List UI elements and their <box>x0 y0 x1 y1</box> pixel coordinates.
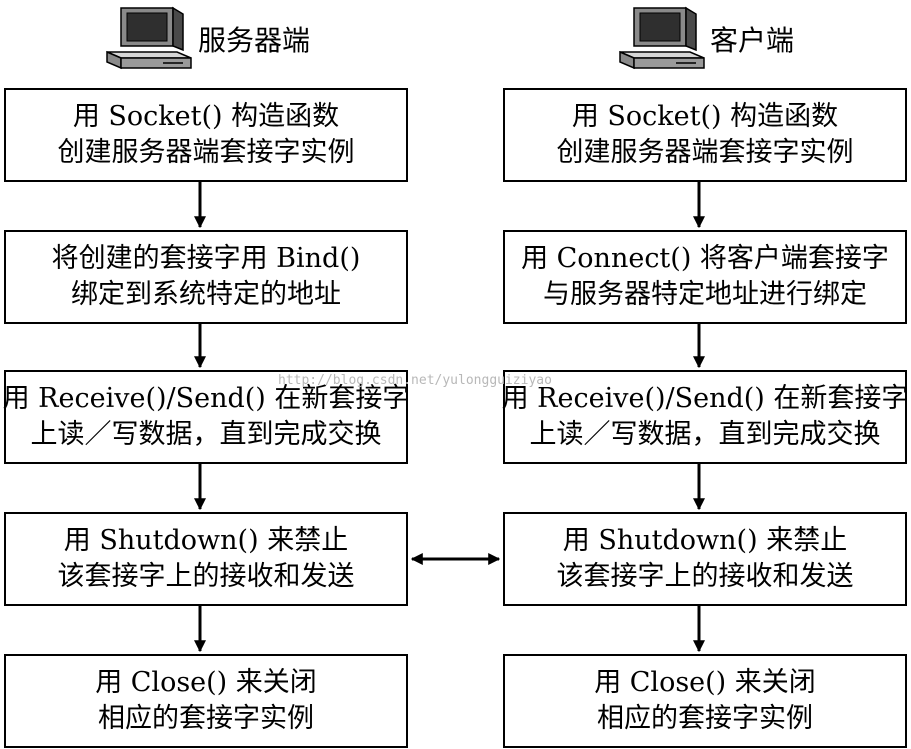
server-step-shutdown-line2: 该套接字上的接收和发送 <box>57 561 355 592</box>
server-step-close: 用 Close() 来关闭 相应的套接字实例 <box>4 654 408 748</box>
server-step-bind-line2: 绑定到系统特定的地址 <box>71 279 341 310</box>
server-step-close-line1: 用 Close() 来关闭 <box>95 667 317 698</box>
watermark: http://blog.csdn.net/yulongguiziyao <box>278 373 552 388</box>
server-step-bind-line1: 将创建的套接字用 Bind() <box>51 243 361 274</box>
server-step-receive-send: 用 Receive()/Send() 在新套接字 上读／写数据，直到完成交换 <box>2 370 410 464</box>
server-step-shutdown-line1: 用 Shutdown() 来禁止 <box>63 525 349 556</box>
server-step-receive-send-line2: 上读／写数据，直到完成交换 <box>30 419 382 450</box>
client-step-close: 用 Close() 来关闭 相应的套接字实例 <box>503 654 907 748</box>
server-computer-icon <box>106 6 192 70</box>
client-step-connect-line2: 与服务器特定地址进行绑定 <box>543 279 867 310</box>
client-title: 客户端 <box>710 24 795 57</box>
server-step-close-line2: 相应的套接字实例 <box>98 703 314 734</box>
server-step-socket-line2: 创建服务器端套接字实例 <box>57 137 355 168</box>
server-step-bind: 将创建的套接字用 Bind() 绑定到系统特定的地址 <box>4 230 408 324</box>
server-step-shutdown: 用 Shutdown() 来禁止 该套接字上的接收和发送 <box>4 512 408 606</box>
server-title: 服务器端 <box>198 24 311 57</box>
client-step-shutdown: 用 Shutdown() 来禁止 该套接字上的接收和发送 <box>503 512 907 606</box>
client-step-close-line2: 相应的套接字实例 <box>597 703 813 734</box>
server-step-receive-send-line1: 用 Receive()/Send() 在新套接字 <box>2 383 410 414</box>
server-step-socket-line1: 用 Socket() 构造函数 <box>72 101 340 132</box>
client-step-receive-send-line1: 用 Receive()/Send() 在新套接字 <box>501 383 909 414</box>
client-step-receive-send: 用 Receive()/Send() 在新套接字 上读／写数据，直到完成交换 <box>501 370 909 464</box>
client-step-receive-send-line2: 上读／写数据，直到完成交换 <box>529 419 881 450</box>
server-step-socket: 用 Socket() 构造函数 创建服务器端套接字实例 <box>4 88 408 182</box>
client-step-shutdown-line1: 用 Shutdown() 来禁止 <box>562 525 848 556</box>
client-step-connect: 用 Connect() 将客户端套接字 与服务器特定地址进行绑定 <box>503 230 907 324</box>
client-step-close-line1: 用 Close() 来关闭 <box>594 667 816 698</box>
client-step-connect-line1: 用 Connect() 将客户端套接字 <box>521 243 889 274</box>
client-step-socket: 用 Socket() 构造函数 创建服务器端套接字实例 <box>503 88 907 182</box>
client-step-socket-line2: 创建服务器端套接字实例 <box>556 137 854 168</box>
client-step-shutdown-line2: 该套接字上的接收和发送 <box>556 561 854 592</box>
client-step-socket-line1: 用 Socket() 构造函数 <box>571 101 839 132</box>
client-computer-icon <box>619 6 705 70</box>
